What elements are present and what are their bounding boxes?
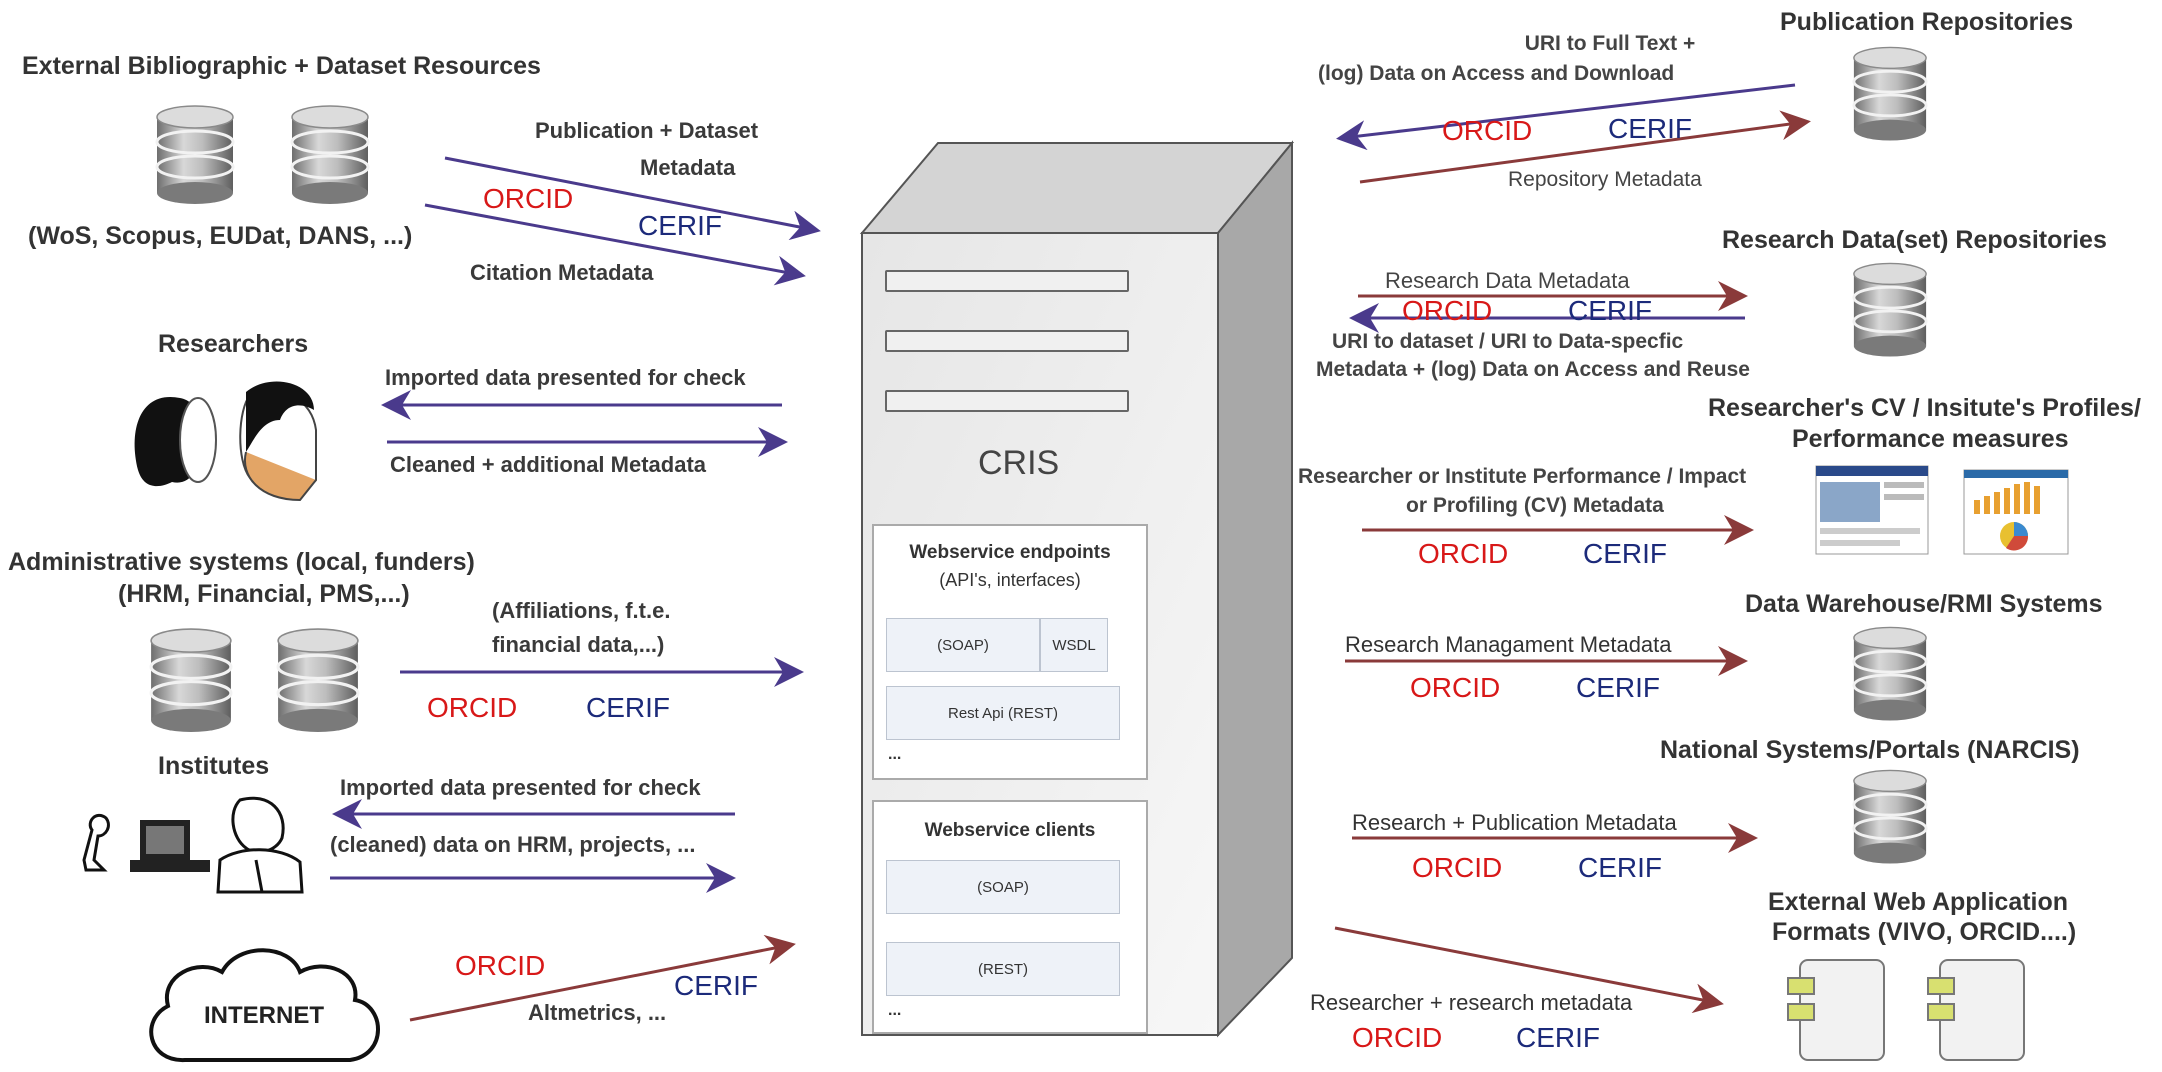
performance-chart-icon: [1963, 469, 2069, 555]
orcid-label: ORCID: [427, 692, 518, 723]
arrow-citation-metadata: [424, 203, 806, 286]
endpoints-more: ...: [888, 746, 902, 763]
clients-title: Webservice clients: [924, 820, 1096, 841]
cleaned-hrm-label: (cleaned) data on HRM, projects, ...: [330, 832, 696, 857]
database-icon: [290, 105, 370, 205]
repository-metadata-label: Repository Metadata: [1508, 168, 1702, 191]
cerif-label: CERIF: [1608, 113, 1692, 144]
cerif-label: CERIF: [586, 692, 670, 723]
affiliations-label: (Affiliations, f.t.e.: [492, 598, 671, 623]
research-data-metadata-label: Research Data Metadata: [1385, 268, 1630, 293]
orcid-label: ORCID: [1418, 538, 1509, 569]
orcid-label: ORCID: [1410, 672, 1501, 703]
researchers-icon: [134, 381, 317, 502]
profiles-title: Researcher's CV / Insitute's Profiles/: [1708, 394, 2141, 422]
web-app-component-icon: [1787, 959, 1885, 1061]
national-systems-title: National Systems/Portals (NARCIS): [1660, 736, 2080, 764]
endpoints-title: Webservice endpoints: [909, 542, 1111, 563]
arrow-researcher-metadata: [1334, 926, 1724, 1014]
rest-client: (REST): [886, 942, 1120, 996]
imported-check-label: Imported data presented for check: [385, 365, 746, 390]
cerif-label: CERIF: [674, 970, 758, 1001]
orcid-label: ORCID: [1402, 295, 1493, 326]
soap-endpoint: (SOAP): [886, 618, 1040, 672]
endpoints-subtitle: (API's, interfaces): [939, 570, 1081, 590]
external-resources-subtitle: (WoS, Scopus, EUDat, DANS, ...): [28, 222, 413, 250]
uri-dataset-label-2: Metadata + (log) Data on Access and Reus…: [1316, 358, 1750, 381]
financial-label: financial data,...): [492, 632, 665, 657]
cerif-label: CERIF: [1578, 852, 1662, 883]
full-text-label: URI to Full Text +: [1524, 32, 1696, 55]
web-app-component-icon: [1927, 959, 2025, 1061]
arrow-publication-metadata: [444, 156, 821, 241]
external-resources-title: External Bibliographic + Dataset Resourc…: [22, 52, 541, 80]
profile-screenshot-icon: [1815, 465, 1929, 555]
uri-dataset-label: URI to dataset / URI to Data-specfic: [1332, 330, 1684, 353]
database-icon: [1852, 261, 1928, 359]
arrow-full-text: [1336, 83, 1796, 151]
researchers-title: Researchers: [158, 330, 309, 358]
researcher-metadata-label: Researcher + research metadata: [1310, 990, 1633, 1015]
database-icon: [149, 628, 233, 733]
cerif-label: CERIF: [1516, 1022, 1600, 1053]
cerif-label: CERIF: [1583, 538, 1667, 569]
internet-label: INTERNET: [204, 1002, 324, 1029]
web-apps-title-2: Formats (VIVO, ORCID....): [1772, 918, 2077, 946]
admin-systems-title: Administrative systems (local, funders): [8, 548, 475, 576]
database-icon: [1852, 768, 1928, 866]
web-apps-title: External Web Application: [1768, 888, 2069, 916]
soap-client: (SOAP): [886, 860, 1120, 914]
research-data-repositories-title: Research Data(set) Repositories: [1722, 226, 2107, 254]
profiles-title-2: Performance measures: [1792, 425, 2069, 453]
imported-check-label: Imported data presented for check: [340, 775, 701, 800]
performance-label-2: or Profiling (CV) Metadata: [1406, 494, 1664, 517]
publication-metadata-label-2: Metadata: [640, 155, 736, 180]
arrow-altmetrics: [409, 934, 796, 1022]
cerif-label: CERIF: [638, 210, 722, 241]
orcid-label: ORCID: [1352, 1022, 1443, 1053]
citation-metadata-label: Citation Metadata: [470, 260, 654, 285]
orcid-label: ORCID: [1442, 115, 1533, 146]
webservice-clients-panel: Webservice clients (SOAP) (REST) ...: [872, 800, 1148, 1034]
orcid-label: ORCID: [483, 183, 574, 214]
database-icon: [276, 628, 360, 733]
cerif-label: CERIF: [1568, 295, 1652, 326]
orcid-label: ORCID: [455, 950, 546, 981]
rest-endpoint: Rest Api (REST): [886, 686, 1120, 740]
wsdl-endpoint: WSDL: [1040, 618, 1108, 672]
database-icon: [1852, 625, 1928, 723]
performance-label: Researcher or Institute Performance / Im…: [1298, 465, 1747, 488]
arrow-repository-metadata: [1359, 110, 1811, 184]
server-slot: [885, 270, 1129, 292]
server-slot: [885, 390, 1129, 412]
research-publication-label: Research + Publication Metadata: [1352, 810, 1677, 835]
clients-more: ...: [888, 1002, 902, 1019]
cris-title: CRIS: [978, 444, 1060, 482]
publication-metadata-label: Publication + Dataset: [535, 118, 759, 143]
altmetrics-label: Altmetrics, ...: [528, 1000, 667, 1025]
webservice-endpoints-panel: Webservice endpoints (API's, interfaces)…: [872, 524, 1148, 780]
database-icon: [1852, 45, 1928, 143]
admin-systems-subtitle: (HRM, Financial, PMS,...): [118, 580, 410, 608]
data-warehouse-title: Data Warehouse/RMI Systems: [1745, 590, 2103, 618]
institutes-title: Institutes: [158, 752, 270, 780]
server-slot: [885, 330, 1129, 352]
management-metadata-label: Research Managament Metadata: [1345, 632, 1672, 657]
database-icon: [155, 105, 235, 205]
cerif-label: CERIF: [1576, 672, 1660, 703]
publication-repositories-title: Publication Repositories: [1780, 8, 2074, 36]
internet-cloud-icon: [149, 948, 380, 1063]
cleaned-metadata-label: Cleaned + additional Metadata: [390, 452, 707, 477]
institutes-icon: [80, 795, 304, 895]
full-text-label-2: (log) Data on Access and Download: [1318, 62, 1675, 85]
orcid-label: ORCID: [1412, 852, 1503, 883]
